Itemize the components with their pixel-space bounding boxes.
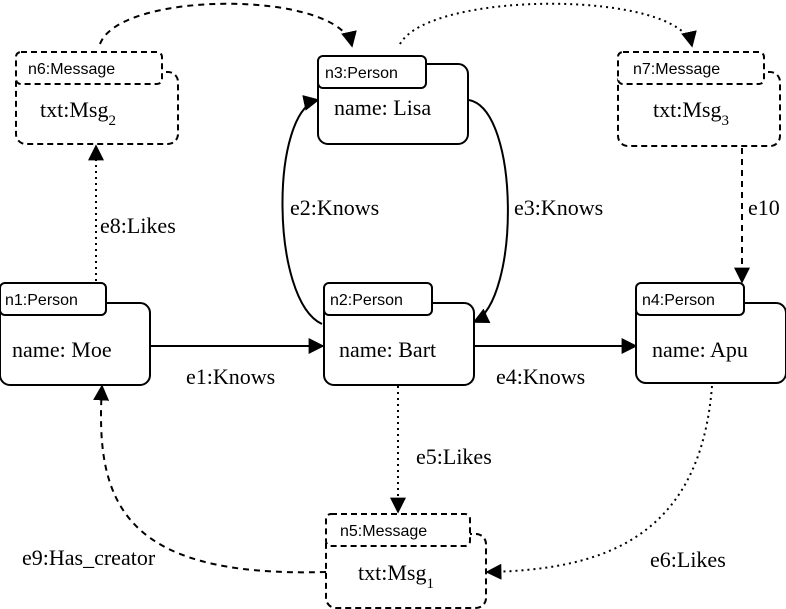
- node-n4-body: name: Apu: [652, 337, 748, 362]
- node-n4-tab: n4:Person: [642, 292, 715, 309]
- node-n3-body: name: Lisa: [334, 95, 431, 120]
- node-n5: n5:Message txt:Msg1: [325, 513, 487, 609]
- node-n4: n4:Person name: Apu: [635, 282, 786, 384]
- edge-label-e8: e8:Likes: [100, 213, 176, 238]
- node-n2: n2:Person name: Bart: [323, 282, 475, 386]
- node-n3: n3:Person name: Lisa: [317, 55, 469, 145]
- node-n1-body: name: Moe: [12, 337, 112, 362]
- edge-e2: [281, 95, 323, 325]
- node-n6-body: txt:Msg2: [40, 97, 116, 129]
- node-n5-tab: n5:Message: [340, 523, 427, 540]
- edge-label-e6: e6:Likes: [650, 547, 726, 572]
- node-n6: n6:Message txt:Msg2: [15, 51, 179, 145]
- node-n7: n7:Message txt:Msg3: [617, 51, 781, 147]
- node-n5-body: txt:Msg1: [358, 560, 434, 592]
- edge-label-e1: e1:Knows: [186, 364, 275, 389]
- edge-e9: [93, 384, 327, 574]
- node-n7-tab: n7:Message: [633, 61, 720, 78]
- node-n7-body: txt:Msg3: [653, 97, 729, 129]
- edge-label-e9: e9:Has_creator: [22, 545, 156, 570]
- edge-n3-n7: [399, 2, 697, 48]
- edge-label-e4: e4:Knows: [496, 364, 585, 389]
- edge-label-e2: e2:Knows: [290, 195, 379, 220]
- node-n1: n1:Person name: Moe: [0, 282, 151, 386]
- node-n6-tab: n6:Message: [28, 61, 115, 78]
- edge-label-e5: e5:Likes: [416, 444, 492, 469]
- edge-label-e3: e3:Knows: [514, 195, 603, 220]
- edge-e6: [485, 385, 713, 580]
- node-n2-tab: n2:Person: [330, 292, 403, 309]
- node-n2-body: name: Bart: [339, 337, 436, 362]
- node-n3-tab: n3:Person: [325, 65, 398, 82]
- node-n1-tab: n1:Person: [5, 292, 78, 309]
- edge-label-e10: e10: [748, 195, 780, 220]
- edge-e3: [468, 99, 509, 323]
- edge-n6-n3: [99, 2, 357, 48]
